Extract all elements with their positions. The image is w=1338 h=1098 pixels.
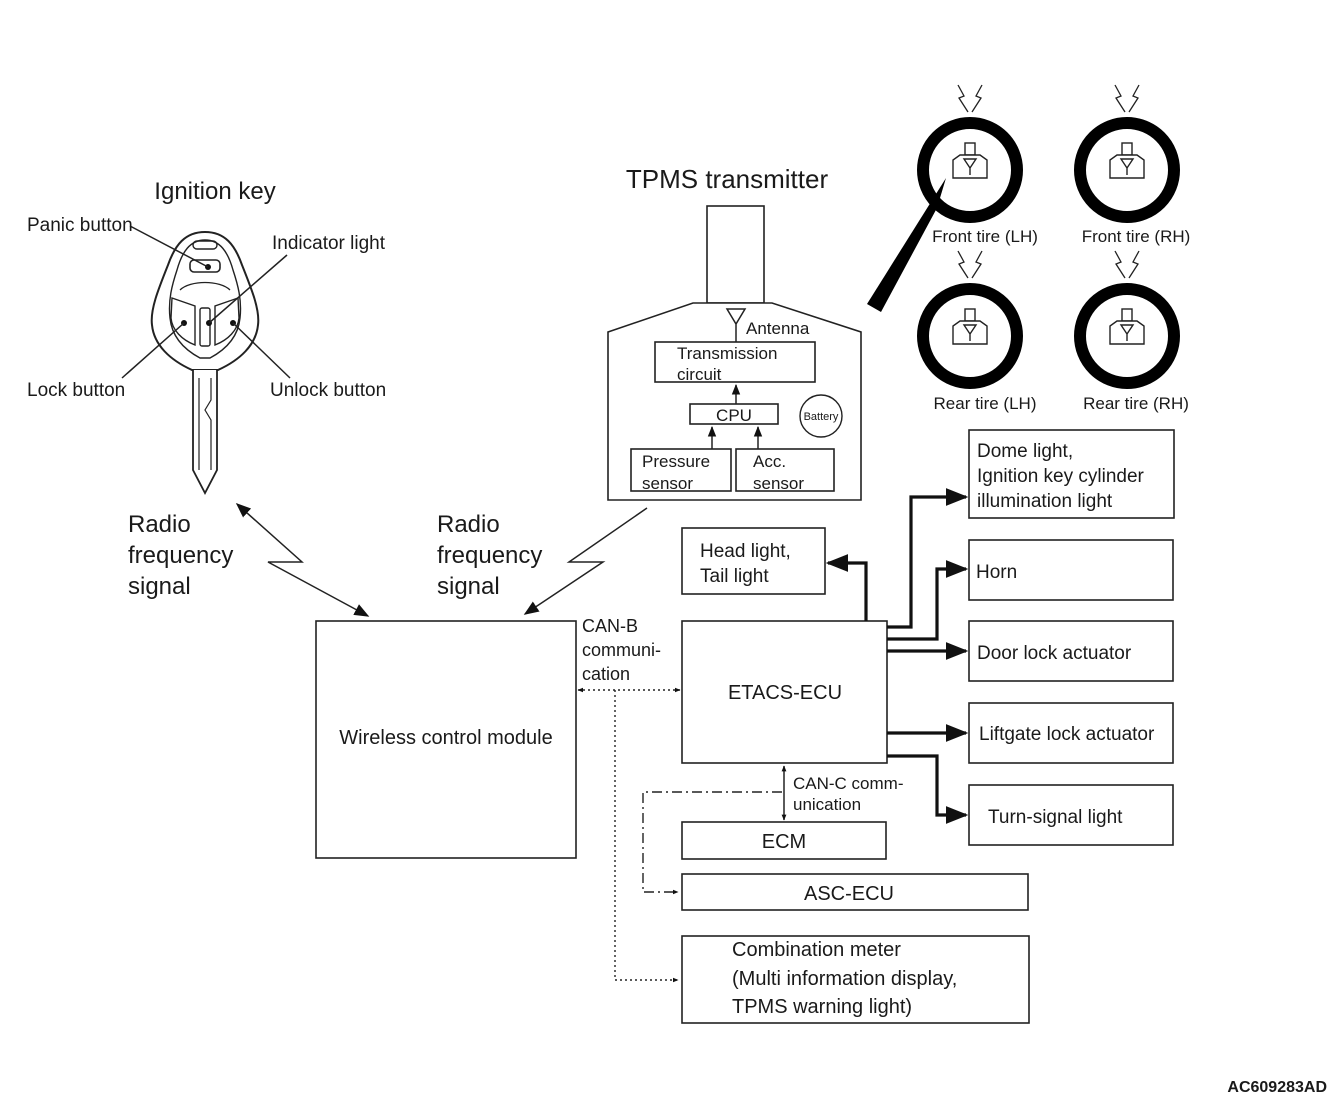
head-tail-light-label: Head light, Tail light — [700, 541, 796, 587]
combination-meter-label: Combination meter (Multi information dis… — [732, 939, 963, 1018]
asc-ecu-label: ASC-ECU — [804, 883, 894, 905]
indicator-light-label: Indicator light — [272, 233, 386, 254]
antenna-label: Antenna — [746, 319, 810, 338]
etacs-label: ETACS-ECU — [728, 682, 842, 704]
key-fob-icon — [150, 230, 260, 371]
figure-code: AC609283AD — [1227, 1079, 1327, 1096]
turn-signal-label: Turn-signal light — [988, 807, 1123, 828]
tires: Front tire (LH) Front tire (RH) Rear tir… — [867, 85, 1190, 413]
transmission-circuit-label: Transmission circuit — [677, 344, 782, 384]
door-lock-label: Door lock actuator — [977, 643, 1132, 664]
pressure-sensor-label: Pressure sensor — [642, 452, 715, 493]
turn-signal-light-box: Turn-signal light — [968, 784, 1174, 846]
etacs-output-lines — [825, 488, 969, 824]
acc-sensor-box — [735, 448, 835, 492]
rf-signal-right-label: Radio frequency signal — [437, 511, 549, 600]
combination-meter-box: Combination meter (Multi information dis… — [681, 935, 1030, 1024]
ecm-box: ECM — [681, 821, 887, 860]
liftgate-lock-actuator-box: Liftgate lock actuator — [968, 702, 1174, 764]
rf-signal-left-label: Radio frequency signal — [128, 511, 240, 600]
liftgate-label: Liftgate lock actuator — [979, 724, 1155, 745]
can-c-bus: CAN-C comm- unication — [642, 765, 908, 895]
acc-sensor-label: Acc. sensor — [753, 452, 804, 493]
valve-stem — [706, 205, 765, 304]
etacs-ecu: ETACS-ECU — [681, 620, 888, 764]
wireless-control-module: Wireless control module — [315, 620, 577, 859]
ignition-key-title: Ignition key — [154, 178, 275, 205]
dome-light-box: Dome light, Ignition key cylinder illumi… — [968, 429, 1175, 519]
front-lh-tire-icon — [923, 85, 1017, 217]
ignition-key-illustration: Ignition key Panic button Indicator ligh… — [27, 178, 386, 495]
transmission-circuit-box — [654, 341, 816, 383]
battery-label: Battery — [804, 411, 839, 423]
dome-light-label: Dome light, Ignition key cylinder illumi… — [977, 441, 1149, 512]
wireless-module-label: Wireless control module — [339, 727, 552, 749]
rf-signal-right: Radio frequency signal — [437, 507, 648, 615]
rear-lh-label: Rear tire (LH) — [934, 394, 1037, 413]
rear-rh-label: Rear tire (RH) — [1083, 394, 1189, 413]
front-lh-label: Front tire (LH) — [932, 227, 1038, 246]
cpu-box — [689, 403, 779, 425]
can-c-label: CAN-C comm- unication — [793, 774, 908, 814]
cpu-label: CPU — [716, 406, 752, 425]
unlock-button-label: Unlock button — [270, 380, 386, 401]
tpms-transmitter: TPMS transmitter Antenna Transmission ci… — [607, 164, 862, 501]
tpms-title: TPMS transmitter — [626, 164, 829, 194]
can-b-label: CAN-B communi- cation — [582, 616, 666, 684]
rf-bidirectional-arrow — [235, 503, 370, 617]
head-tail-light-box: Head light, Tail light — [681, 527, 826, 595]
horn-label: Horn — [976, 562, 1017, 583]
front-rh-tire-icon — [1080, 85, 1174, 217]
rear-rh-tire-icon — [1080, 251, 1174, 383]
can-b-bus: CAN-B communi- cation — [577, 616, 681, 983]
door-lock-actuator-box: Door lock actuator — [968, 620, 1174, 682]
panic-button-label: Panic button — [27, 215, 133, 236]
lock-button-label: Lock button — [27, 380, 125, 401]
front-rh-label: Front tire (RH) — [1082, 227, 1191, 246]
rf-signal-left: Radio frequency signal — [128, 503, 370, 617]
pressure-sensor-box — [630, 448, 732, 492]
rear-lh-tire-icon — [923, 251, 1017, 383]
ecm-label: ECM — [762, 831, 806, 853]
asc-ecu-box: ASC-ECU — [681, 873, 1029, 911]
callout-pointer — [867, 178, 946, 312]
antenna-icon — [725, 308, 747, 342]
horn-box: Horn — [968, 539, 1174, 601]
rf-arrow-tpms-to-module — [523, 507, 648, 615]
battery-icon — [799, 394, 843, 438]
